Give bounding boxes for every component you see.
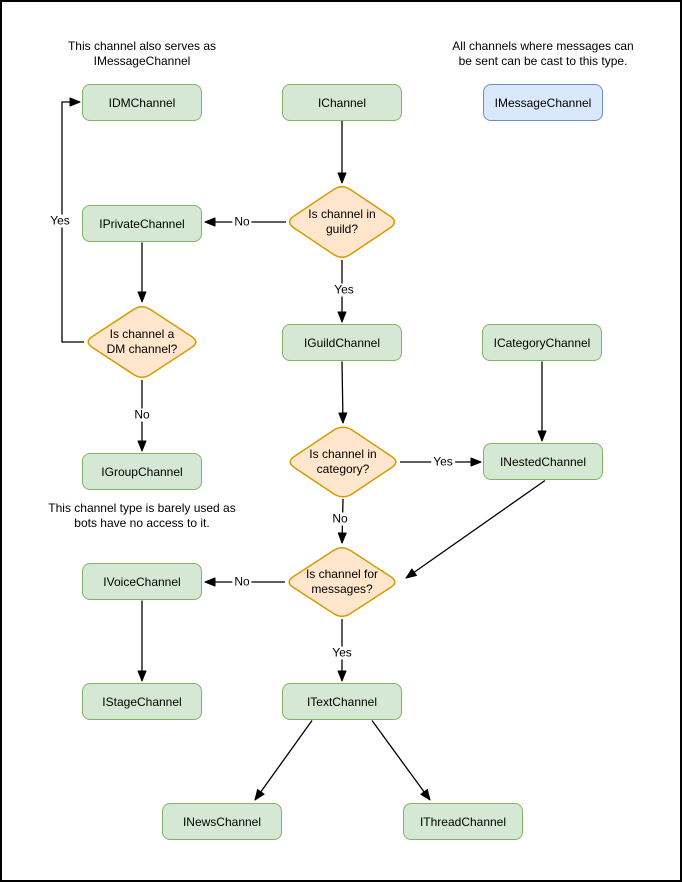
node-label: IThreadChannel bbox=[419, 814, 507, 829]
node-label: ITextChannel bbox=[306, 694, 378, 709]
decision-line: Is channel in bbox=[308, 207, 376, 221]
note-line: be sent can be cast to this type. bbox=[458, 54, 628, 68]
node-label: IChannel bbox=[317, 95, 367, 110]
decision-category-label: Is channel in category? bbox=[288, 447, 398, 477]
node-label: ICategoryChannel bbox=[493, 335, 591, 350]
decision-line: Is channel in bbox=[309, 447, 377, 461]
node-label: IStageChannel bbox=[102, 694, 182, 709]
node-inestedchannel: INestedChannel bbox=[483, 443, 603, 480]
edge-label-dm-yes: Yes bbox=[48, 213, 72, 228]
note-line: All channels where messages can bbox=[452, 39, 634, 53]
edge-label-guild-yes: Yes bbox=[332, 282, 356, 297]
edge-label-messages-no: No bbox=[232, 574, 252, 589]
node-igroupchannel: IGroupChannel bbox=[82, 453, 202, 490]
decision-guild-label: Is channel in guild? bbox=[287, 207, 397, 237]
note-line: This channel also serves as bbox=[67, 39, 217, 53]
node-iprivatechannel: IPrivateChannel bbox=[82, 205, 202, 242]
decision-line: category? bbox=[316, 462, 370, 476]
edge-itextchannel-to-ithreadchannel bbox=[371, 720, 431, 801]
edge-label-messages-yes: Yes bbox=[330, 645, 354, 660]
decision-guild-shape bbox=[288, 186, 396, 258]
decision-line: messages? bbox=[311, 582, 373, 596]
node-ichannel: IChannel bbox=[282, 84, 402, 121]
decision-dm-shape bbox=[87, 306, 197, 378]
node-label: IGuildChannel bbox=[303, 335, 381, 350]
node-label: INewsChannel bbox=[182, 814, 262, 829]
node-label: IPrivateChannel bbox=[99, 216, 185, 231]
edge-itextchannel-to-inewschannel bbox=[254, 720, 313, 801]
decision-line: Is channel for bbox=[305, 567, 379, 581]
decision-dm-label: Is channel a DM channel? bbox=[87, 327, 197, 357]
edge-label-category-yes: Yes bbox=[431, 454, 455, 469]
note-line: bots have no access to it. bbox=[74, 516, 210, 530]
node-idmchannel: IDMChannel bbox=[82, 84, 202, 121]
node-label: IMessageChannel bbox=[494, 95, 592, 110]
decision-line: Is channel a bbox=[109, 327, 175, 341]
node-ivoicechannel: IVoiceChannel bbox=[82, 563, 202, 600]
node-ithreadchannel: IThreadChannel bbox=[403, 803, 523, 840]
node-iguildchannel: IGuildChannel bbox=[282, 324, 402, 361]
node-label: IDMChannel bbox=[108, 95, 176, 110]
note-line: This channel type is barely used as bbox=[48, 501, 236, 515]
edge-label-dm-no: No bbox=[132, 407, 152, 422]
decision-line: guild? bbox=[325, 222, 359, 236]
note-idmchannel: This channel also serves as IMessageChan… bbox=[32, 39, 252, 69]
note-imessagechannel: All channels where messages can be sent … bbox=[433, 39, 653, 69]
note-line: IMessageChannel bbox=[93, 54, 191, 68]
node-label: IVoiceChannel bbox=[103, 574, 181, 589]
edge-label-category-no: No bbox=[330, 511, 350, 526]
decision-messages-label: Is channel for messages? bbox=[287, 567, 397, 597]
edge-inestedchannel-to-decision-messages bbox=[405, 479, 546, 579]
node-label: IGroupChannel bbox=[101, 464, 183, 479]
node-imessagechannel: IMessageChannel bbox=[483, 84, 603, 121]
decision-category-shape bbox=[289, 426, 397, 498]
node-label: INestedChannel bbox=[499, 454, 587, 469]
node-istagechannel: IStageChannel bbox=[82, 683, 202, 720]
note-igroupchannel: This channel type is barely used as bots… bbox=[32, 501, 252, 531]
node-icategorychannel: ICategoryChannel bbox=[482, 324, 602, 361]
node-itextchannel: ITextChannel bbox=[282, 683, 402, 720]
node-inewschannel: INewsChannel bbox=[162, 803, 282, 840]
decision-line: DM channel? bbox=[106, 342, 178, 356]
edge-iguildchannel-to-decision-category bbox=[338, 361, 348, 424]
decision-messages-shape bbox=[288, 546, 396, 618]
edge-label-guild-no: No bbox=[232, 214, 252, 229]
